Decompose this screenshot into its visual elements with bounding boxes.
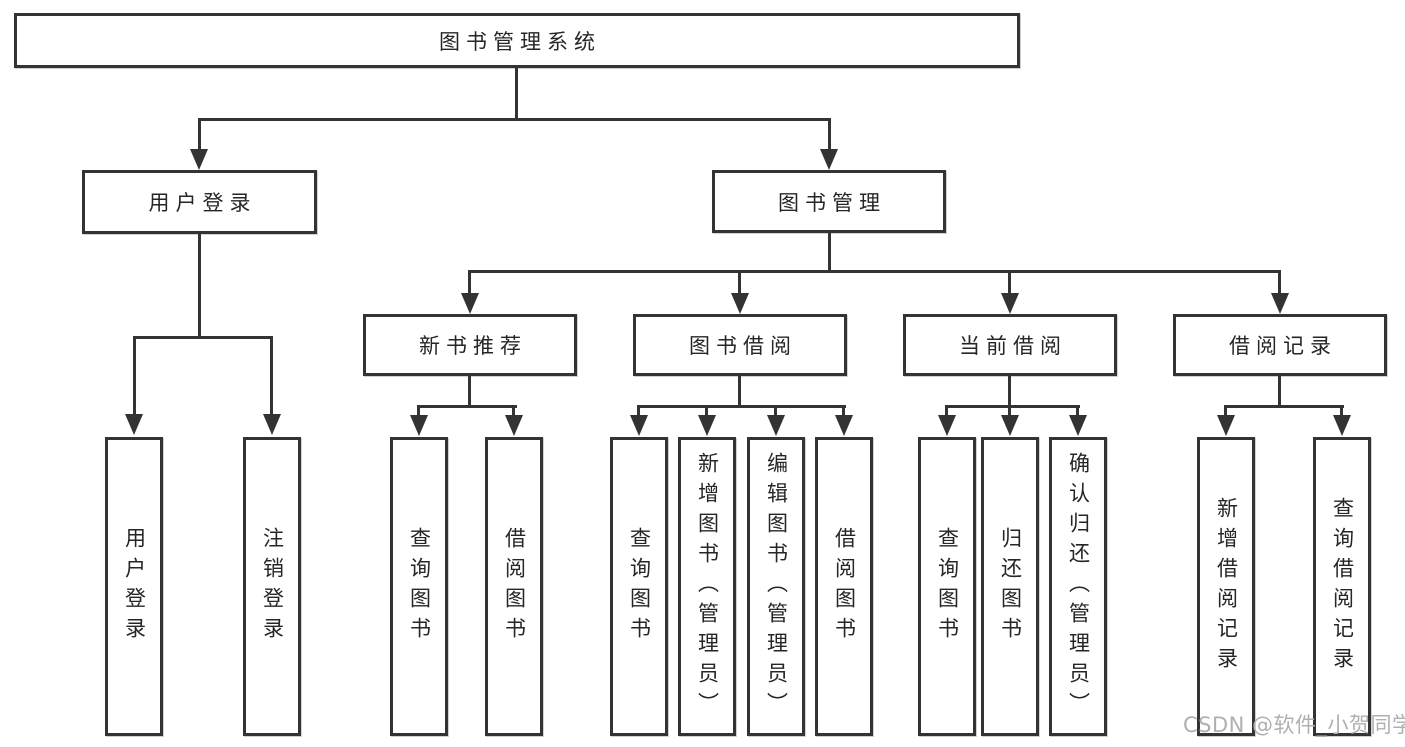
node-book-mgmt-label: 图书管理 [778, 190, 886, 215]
connector-line [637, 405, 640, 417]
leaf-borrow-books-borrow: 借阅图书 [815, 437, 873, 736]
connector-line [468, 270, 1281, 273]
arrow-down-icon [820, 149, 838, 170]
connector-line [468, 376, 471, 407]
connector-line [512, 405, 515, 417]
connector-line [417, 405, 517, 408]
node-book-mgmt: 图书管理 [712, 170, 946, 233]
connector-line [637, 405, 846, 408]
node-new-book-rec-label: 新书推荐 [419, 334, 527, 358]
connector-line [1278, 376, 1281, 407]
leaf-label: 查询图书 [627, 526, 652, 647]
node-current-borrow-label: 当前借阅 [959, 334, 1067, 358]
connector-line [705, 405, 708, 417]
node-book-borrow-label: 图书借阅 [689, 334, 797, 358]
arrow-down-icon [1069, 415, 1087, 436]
arrow-down-icon [125, 414, 143, 435]
leaf-label: 新增图书（管理员） [695, 451, 720, 722]
connector-line [133, 336, 273, 339]
arrow-down-icon [461, 293, 479, 314]
arrow-down-icon [410, 415, 428, 436]
leaf-label: 新增借阅记录 [1214, 496, 1239, 677]
connector-line [198, 118, 831, 121]
node-book-borrow: 图书借阅 [633, 314, 847, 376]
leaf-label: 注销登录 [260, 526, 285, 647]
arrow-down-icon [630, 415, 648, 436]
connector-line [1278, 270, 1281, 294]
connector-line [828, 233, 831, 272]
connector-line [417, 405, 420, 417]
connector-line [774, 405, 777, 417]
connector-line [1008, 270, 1011, 294]
node-borrow-records-label: 借阅记录 [1229, 334, 1337, 358]
node-root-label: 图书管理系统 [439, 29, 601, 54]
arrow-down-icon [835, 415, 853, 436]
connector-line [1224, 405, 1227, 417]
watermark: CSDN @软件_小贺同学 [1183, 713, 1405, 737]
arrow-down-icon [1001, 293, 1019, 314]
connector-line [1340, 405, 1343, 417]
leaf-label: 借阅图书 [502, 526, 527, 647]
connector-line [945, 405, 948, 417]
node-new-book-rec: 新书推荐 [363, 314, 577, 376]
arrow-down-icon [190, 149, 208, 170]
arrow-down-icon [731, 293, 749, 314]
connector-line [515, 68, 518, 118]
leaf-label: 用户登录 [122, 526, 147, 647]
leaf-return-book: 归还图书 [981, 437, 1039, 736]
leaf-add-book-admin: 新增图书（管理员） [678, 437, 736, 736]
leaf-query-books-current: 查询图书 [918, 437, 976, 736]
connector-line [945, 405, 1080, 408]
node-user-login-label: 用户登录 [148, 191, 257, 215]
arrow-down-icon [1271, 293, 1289, 314]
connector-line [1008, 376, 1011, 407]
leaf-logout: 注销登录 [243, 437, 301, 736]
arrow-down-icon [1001, 415, 1019, 436]
arrow-down-icon [505, 415, 523, 436]
leaf-user-login: 用户登录 [105, 437, 163, 736]
leaf-label: 归还图书 [998, 526, 1023, 647]
arrow-down-icon [698, 415, 716, 436]
arrow-down-icon [938, 415, 956, 436]
leaf-label: 查询图书 [935, 526, 960, 647]
leaf-query-books-newrec: 查询图书 [390, 437, 448, 736]
leaf-label: 查询图书 [407, 526, 432, 647]
connector-line [738, 376, 741, 407]
leaf-query-books-borrow: 查询图书 [610, 437, 668, 736]
leaf-label: 查询借阅记录 [1330, 496, 1355, 677]
leaf-confirm-return-admin: 确认归还（管理员） [1049, 437, 1107, 736]
connector-line [198, 118, 201, 151]
connector-line [1076, 405, 1079, 417]
node-root: 图书管理系统 [14, 13, 1020, 68]
node-user-login: 用户登录 [82, 170, 317, 234]
connector-line [133, 336, 136, 415]
arrow-down-icon [767, 415, 785, 436]
node-borrow-records: 借阅记录 [1173, 314, 1387, 376]
connector-line [738, 270, 741, 294]
leaf-label: 借阅图书 [832, 526, 857, 647]
arrow-down-icon [1217, 415, 1235, 436]
connector-line [828, 118, 831, 151]
leaf-label: 编辑图书（管理员） [764, 451, 789, 722]
connector-line [842, 405, 845, 417]
node-current-borrow: 当前借阅 [903, 314, 1117, 376]
connector-line [198, 234, 201, 338]
leaf-borrow-books-newrec: 借阅图书 [485, 437, 543, 736]
connector-line [270, 336, 273, 415]
leaf-label: 确认归还（管理员） [1066, 451, 1091, 722]
leaf-query-borrow-record: 查询借阅记录 [1313, 437, 1371, 736]
connector-line [1008, 405, 1011, 417]
arrow-down-icon [263, 414, 281, 435]
leaf-add-borrow-record: 新增借阅记录 [1197, 437, 1255, 736]
arrow-down-icon [1333, 415, 1351, 436]
connector-line [1224, 405, 1344, 408]
connector-line [468, 270, 471, 294]
leaf-edit-book-admin: 编辑图书（管理员） [747, 437, 805, 736]
